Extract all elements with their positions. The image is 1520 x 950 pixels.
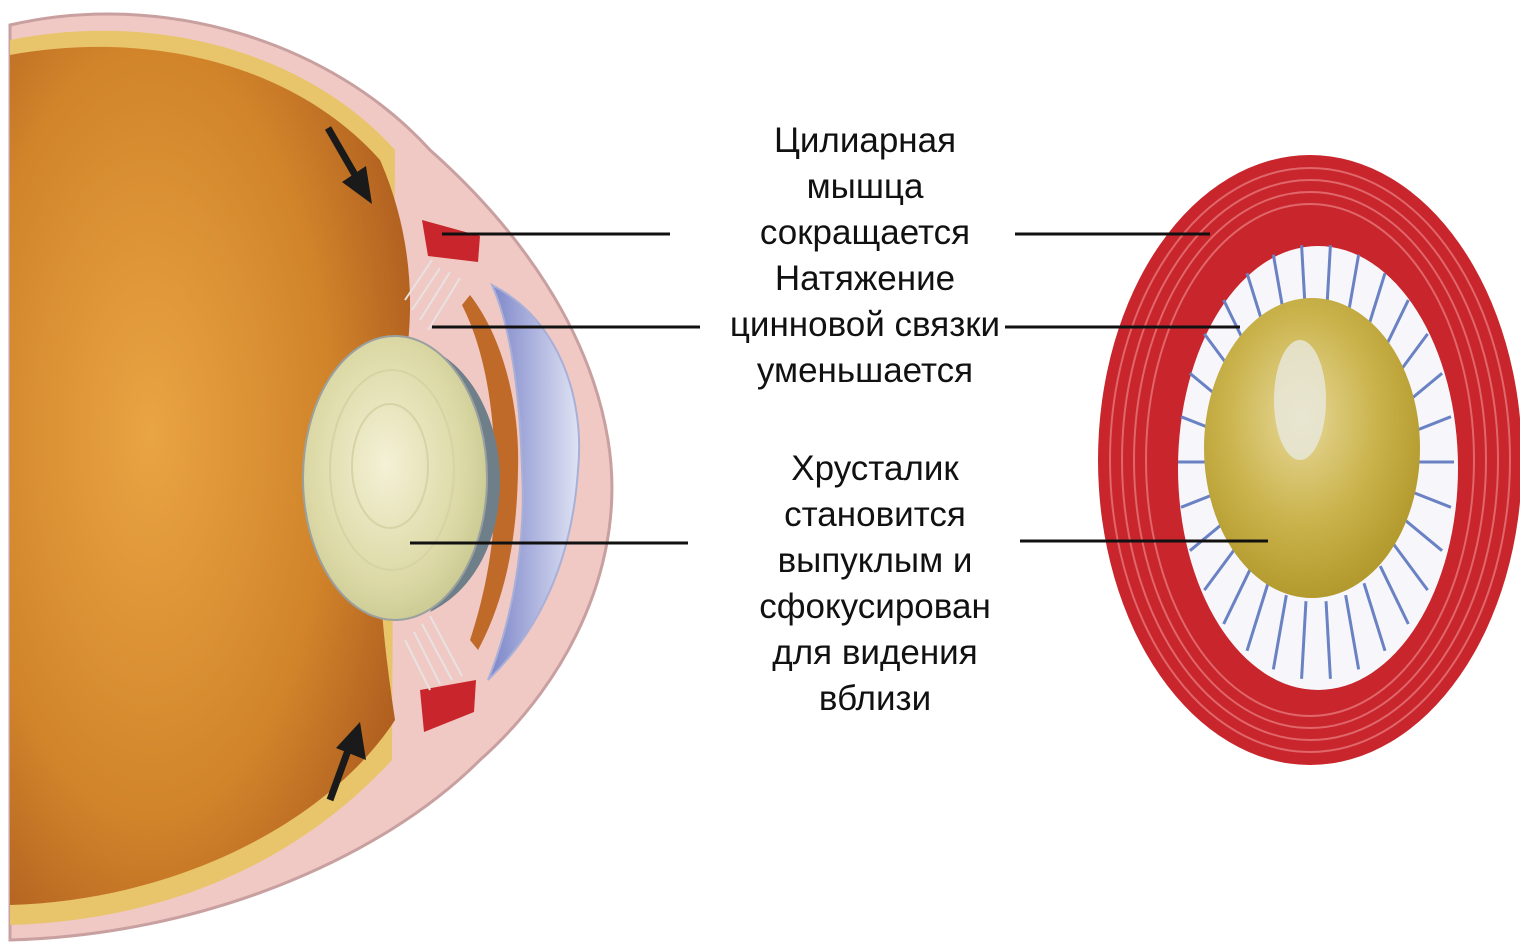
label-zonule-tension: Натяжение цинновой связки уменьшается (660, 256, 1070, 394)
label-line: выпуклым и (660, 538, 1090, 584)
lens-frontal-view (1098, 155, 1520, 765)
label-line: уменьшается (660, 348, 1070, 394)
label-lens-convex: Хрусталик становится выпуклым и сфокусир… (660, 446, 1090, 722)
label-line: Натяжение (660, 256, 1070, 302)
eye-cross-section (10, 14, 612, 940)
label-line: сфокусирован (660, 584, 1090, 630)
label-line: цинновой связки (660, 302, 1070, 348)
label-line: вблизи (660, 676, 1090, 722)
label-line: Хрусталик (660, 446, 1090, 492)
label-line: Цилиарная (660, 118, 1070, 164)
label-line: для видения (660, 630, 1090, 676)
label-line: мышца (660, 164, 1070, 210)
label-line: сокращается (660, 210, 1070, 256)
lens-highlight (1274, 340, 1326, 460)
label-ciliary-muscle: Цилиарная мышца сокращается (660, 118, 1070, 256)
label-line: становится (660, 492, 1090, 538)
